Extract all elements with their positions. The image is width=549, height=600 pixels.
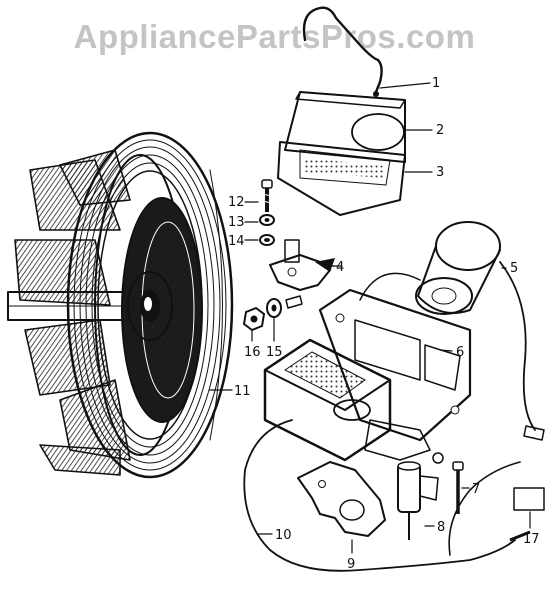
breaker-box-housing	[263, 338, 431, 462]
callout-1: 1	[432, 76, 440, 91]
wire-spring-part	[302, 6, 383, 97]
screw-washer-part	[266, 295, 303, 318]
callout-16: 16	[244, 345, 261, 360]
callout-10: 10	[275, 528, 292, 543]
callout-4: 4	[336, 260, 344, 275]
breaker-points-part	[269, 239, 335, 291]
lead-wire-part	[243, 419, 531, 572]
callout-12: 12	[228, 195, 245, 210]
leader-lines	[209, 82, 531, 554]
callout-numbers: 1 2 3 4 5 6 7 8 9 10 11 12 13 14 15 16 1…	[228, 76, 540, 572]
watermark-text: AppliancePartsPros.com	[73, 18, 476, 55]
callout-7: 7	[472, 482, 480, 497]
callout-17: 17	[523, 532, 540, 547]
callout-15: 15	[266, 345, 283, 360]
cover-plate-part	[284, 91, 406, 163]
callout-13: 13	[228, 215, 245, 230]
nut-part	[243, 307, 265, 331]
bracket-part	[318, 272, 472, 442]
terminal-label-part	[513, 487, 545, 511]
callout-8: 8	[437, 520, 445, 535]
long-screw-part	[452, 461, 464, 514]
washer-part	[259, 234, 275, 246]
callout-14: 14	[228, 234, 245, 249]
callout-9: 9	[347, 557, 355, 572]
condenser-part	[415, 221, 545, 441]
condenser-clip-part	[397, 461, 439, 540]
fan-flywheel-part	[7, 131, 234, 479]
callout-3: 3	[436, 165, 444, 180]
callout-2: 2	[436, 123, 444, 138]
gasket-part	[277, 141, 406, 216]
screw-part	[261, 179, 273, 212]
callout-6: 6	[456, 345, 464, 360]
lockwasher-part	[259, 214, 275, 226]
cam-plate-part	[297, 461, 386, 537]
callout-5: 5	[510, 261, 518, 276]
callout-11: 11	[234, 384, 251, 399]
